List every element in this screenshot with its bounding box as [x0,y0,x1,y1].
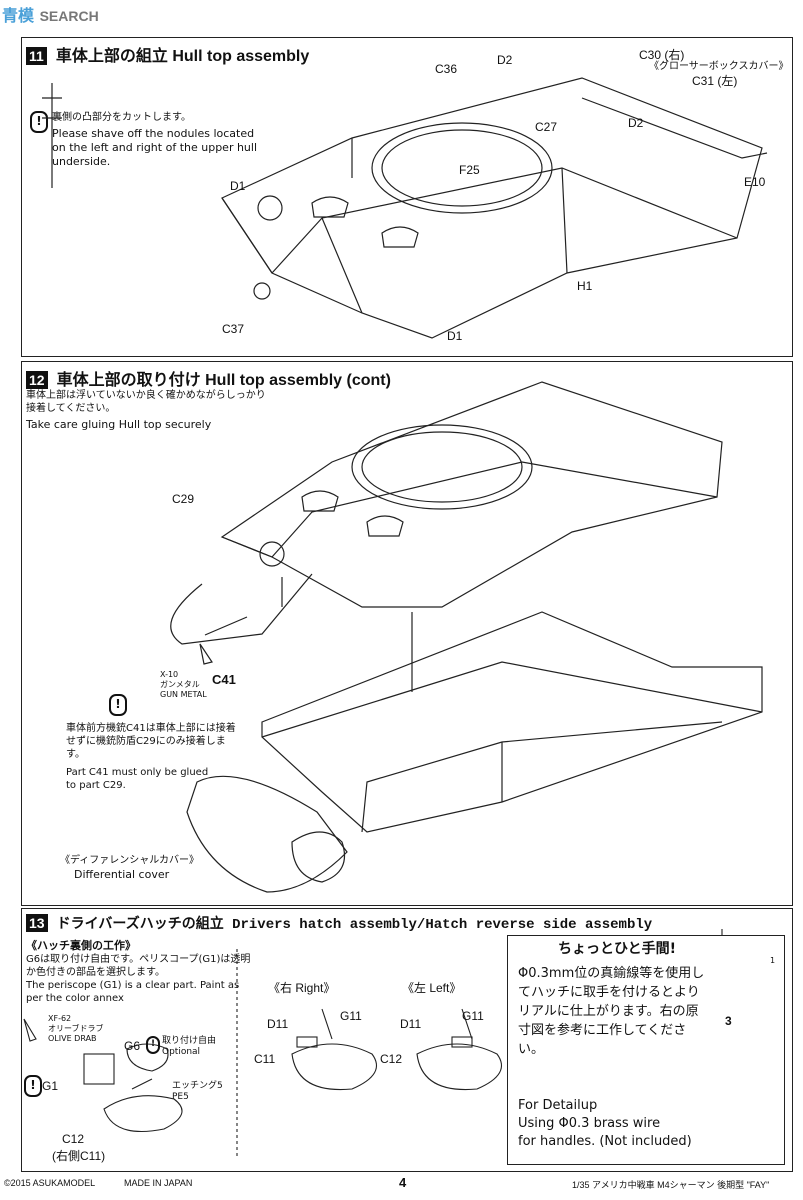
detail-dimension-3: 3 [725,1014,732,1028]
step-11-title: 車体上部の組立 Hull top assembly [55,48,310,65]
step-11-note-jp: 裏側の凸部分をカットします。 [52,112,191,123]
footer-product: 1/35 アメリカ中戦車 M4シャーマン 後期型 "FAY" [572,1180,770,1190]
differential-cover-label-en: Differential cover [74,868,170,881]
part-label-c12: C12 [62,1132,85,1146]
part-label-c41: C41 [212,672,236,687]
differential-cover-label-jp: 《ディファレンシャルカバー》 [60,855,199,866]
footer: ©2015 ASUKAMODEL MADE IN JAPAN 4 1/35 アメ… [4,1175,799,1196]
paint-name-en: OLIVE DRAB [48,1034,97,1043]
etching-note: エッチング5 PE5 [172,1081,223,1103]
caution-icon: ! [109,694,127,716]
part-label-right-g11: G11 [340,1009,362,1023]
detail-dimension-1: 1 [770,956,776,965]
part-label-right-d11: D11 [267,1017,289,1031]
step-12-header: 12 車体上部の取り付け Hull top assembly (cont) [26,366,391,390]
watermark-brand-cn: 青模 [2,6,35,25]
part-label-left-c12: C12 [380,1052,403,1066]
part-label-c36: C36 [435,62,458,76]
etching-note-jp: エッチング5 [172,1081,223,1091]
detail-up-en-3: for handles. (Not included) [518,1134,692,1149]
left-hatch-title: 《左 Left》 [402,981,462,995]
part-label-g6: G6 [124,1039,141,1053]
paint-code: XF-62 [48,1014,72,1023]
part-label-c27: C27 [535,120,558,134]
step-11-header: 11 車体上部の組立 Hull top assembly [26,42,309,66]
step-12-note-jp: 車体上部は浮いていないか良く確かめながらしっかり接着してください。 [26,390,266,414]
part-label-h1: H1 [577,279,593,293]
part-label-d1-a: D1 [230,179,246,193]
part-label-d1-b: D1 [447,329,463,343]
paint-callout-olive-drab: XF-62 オリーブドラブ OLIVE DRAB [48,1014,104,1044]
paint-name-jp: ガンメタル [160,680,200,689]
watermark: 青模 SEARCH [2,2,99,26]
step-11-note: ! 裏側の凸部分をカットします。 Please shave off the no… [30,111,267,169]
step-13-number: 13 [26,914,48,932]
part-label-d2-b: D2 [628,116,644,130]
footer-copyright: ©2015 ASUKAMODEL [4,1178,96,1188]
step-11-number: 11 [26,47,47,65]
paint-name-jp: オリーブドラブ [48,1024,104,1033]
step-13-section: 13 ドライバーズハッチの組立 Drivers hatch assembly/H… [21,908,793,1172]
step-13-header: 13 ドライバーズハッチの組立 Drivers hatch assembly/H… [26,913,746,933]
part-label-c29: C29 [172,492,195,506]
step-13-title: ドライバーズハッチの組立 Drivers hatch assembly/Hatc… [56,917,653,933]
detail-up-title: ちょっとひと手間! [558,941,676,957]
detail-up-en-2: Using Φ0.3 brass wire [518,1116,661,1131]
paint-callout-gun-metal: X-10 ガンメタル GUN METAL [160,670,207,700]
detail-up-en-1: For Detailup [518,1098,598,1113]
page-number: 4 [399,1175,407,1190]
part-label-g1: G1 [42,1079,59,1093]
part-label-f25: F25 [459,163,480,177]
caution-icon: ! [30,111,48,133]
watermark-brand-en: SEARCH [39,8,99,24]
caution-icon: ! [24,1075,42,1097]
optional-note-jp: 取り付け自由 [162,1036,217,1046]
footer-made-in: MADE IN JAPAN [124,1178,193,1188]
optional-note-en: Optional [162,1047,201,1057]
part-label-grouser-cover: 《グローサーボックスカバー》 [649,61,789,72]
part-label-left-g11: G11 [462,1009,484,1023]
part-label-d2-a: D2 [497,53,513,67]
part-label-right-c11: C11 [254,1052,276,1066]
hatch-reverse-note-en: The periscope (G1) is a clear part. Pain… [26,980,240,1004]
caution-icon: ! [146,1036,160,1054]
part-label-left-d11: D11 [400,1017,422,1031]
etching-note-code: PE5 [172,1092,189,1102]
paint-code: X-10 [160,670,179,679]
optional-note: 取り付け自由 Optional [162,1036,216,1058]
hatch-reverse-title: 《ハッチ裏側の工作》 [26,939,136,952]
hatch-reverse-subsection: 《ハッチ裏側の工作》 G6は取り付け自由です。ペリスコープ(G1)は透明か色付き… [26,939,251,1005]
step-11-note-en: Please shave off the nodules located on … [52,127,258,168]
hull-assembly-drawing [170,381,763,893]
part-label-c30: C30 (右) [639,48,685,62]
paint-name-en: GUN METAL [160,690,207,699]
step-11-section: 11 車体上部の組立 Hull top assembly ! 裏側の凸部分をカッ… [21,37,793,357]
part-label-c37: C37 [222,322,245,336]
step-12-title: 車体上部の取り付け Hull top assembly (cont) [56,372,391,389]
step-12-caution-jp: 車体前方機銃C41は車体上部には接着せずに機銃防盾C29にのみ接着します。 [66,723,236,760]
step-12-section: 12 車体上部の取り付け Hull top assembly (cont) 車体… [21,361,793,906]
hull-top-drawing [42,77,768,339]
detail-up-note-jp: Φ0.3mm位の真鍮線等を使用してハッチに取手を付けるとよりリアルに仕上がります… [518,966,705,1057]
part-label-c12-note: (右側C11) [52,1149,106,1163]
step-12-caution-en: Part C41 must only be glued to part C29. [66,767,209,791]
right-hatch-title: 《右 Right》 [268,981,336,995]
detail-up-box: ちょっとひと手間! Φ0.3mm位の真鍮線等を使用してハッチに取手を付けるとより… [507,935,785,1165]
hatch-reverse-note-jp: G6は取り付け自由です。ペリスコープ(G1)は透明か色付きの部品を選択します。 [26,954,251,978]
step-12-number: 12 [26,371,48,389]
part-label-c31: C31 (左) [692,74,738,88]
step-12-note-en: Take care gluing Hull top securely [26,418,212,431]
part-label-e10: E10 [744,175,766,189]
